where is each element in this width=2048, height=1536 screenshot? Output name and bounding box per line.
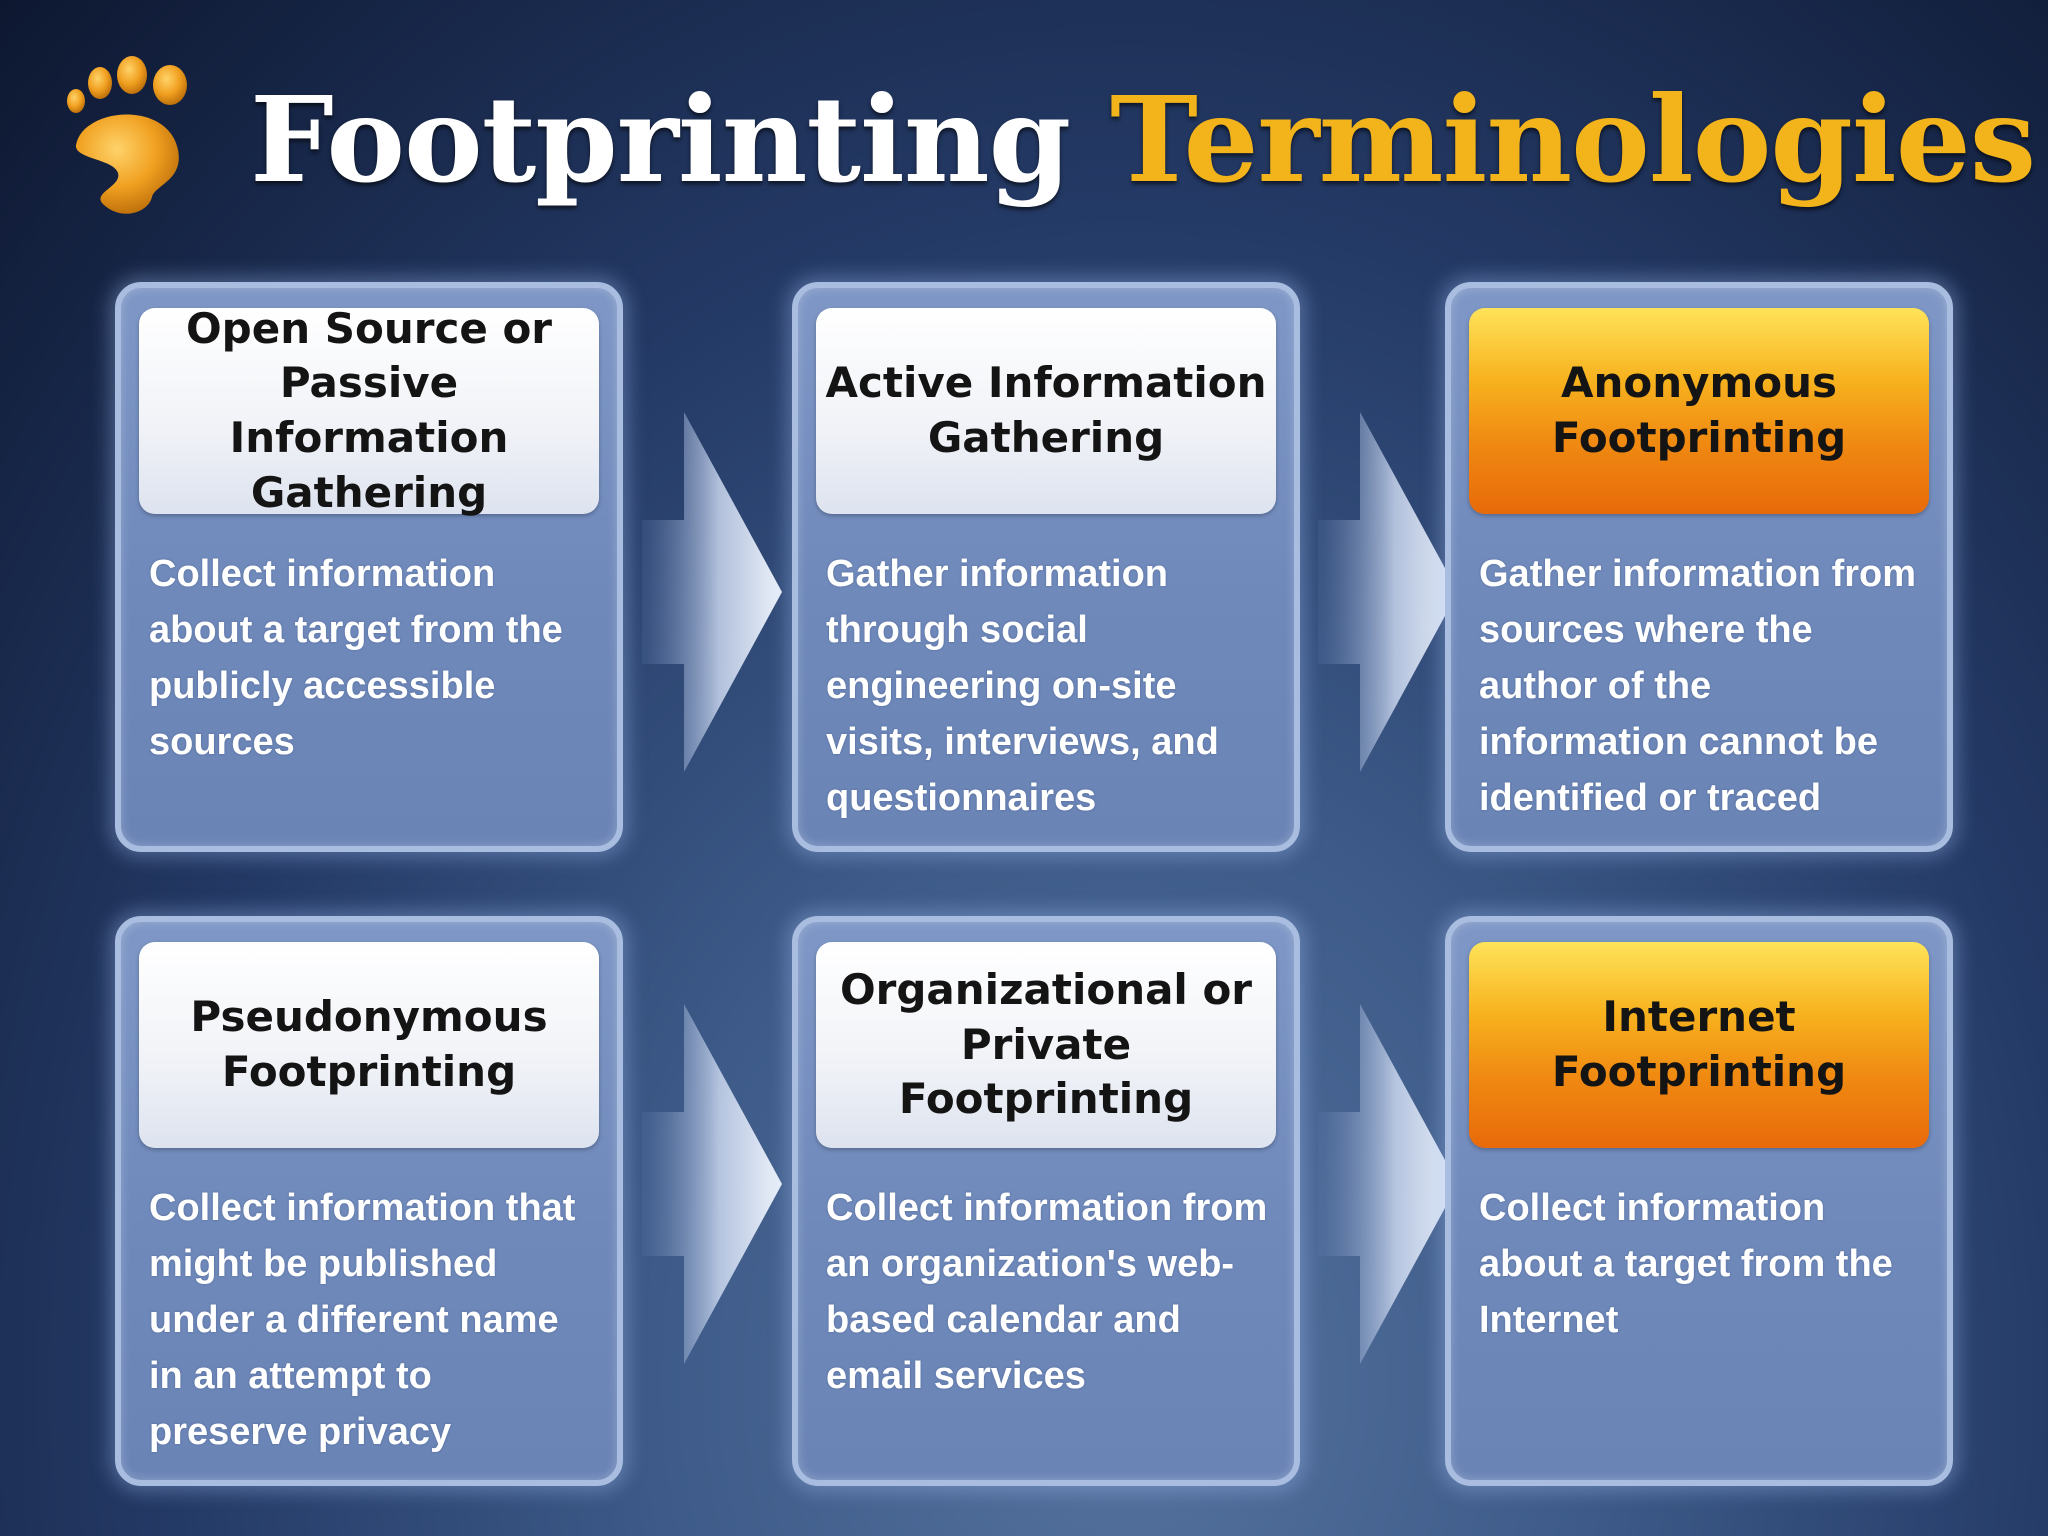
- card-title: Open Source or Passive Information Gathe…: [185, 303, 553, 517]
- card-header: Anonymous Footprinting: [1469, 308, 1929, 514]
- card-title: Active Information Gathering: [825, 358, 1267, 462]
- card-header: Open Source or Passive Information Gathe…: [139, 304, 599, 517]
- card-header: Pseudonymous Footprinting: [139, 942, 599, 1148]
- right-arrow-icon: [1318, 412, 1458, 772]
- card-title: Pseudonymous Footprinting: [190, 992, 548, 1096]
- card-description: Collect information about a target from …: [149, 553, 563, 763]
- card-description: Gather information from sources where th…: [1479, 553, 1917, 819]
- card-description: Collect information from an organization…: [826, 1187, 1268, 1397]
- card-title: Internet Footprinting: [1551, 992, 1847, 1096]
- card-description: Gather information through social engine…: [826, 553, 1219, 819]
- title-accent: Terminologies: [1110, 70, 2036, 209]
- card-title: Anonymous Footprinting: [1551, 358, 1847, 462]
- card-pseudonymous-footprinting: Pseudonymous Footprinting Collect inform…: [115, 916, 623, 1486]
- card-passive-information-gathering: Open Source or Passive Information Gathe…: [115, 282, 623, 852]
- card-organizational-footprinting: Organizational or Private Footprinting C…: [792, 916, 1300, 1486]
- right-arrow-icon: [1318, 1004, 1458, 1364]
- card-header: Internet Footprinting: [1469, 942, 1929, 1148]
- card-header: Organizational or Private Footprinting: [816, 942, 1276, 1148]
- card-internet-footprinting: Internet Footprinting Collect informatio…: [1445, 916, 1953, 1486]
- page-header: Footprinting Terminologies: [60, 55, 2036, 225]
- card-active-information-gathering: Active Information Gathering Gather info…: [792, 282, 1300, 852]
- card-title: Organizational or Private Footprinting: [839, 965, 1253, 1124]
- right-arrow-icon: [642, 1004, 782, 1364]
- footprint-icon: [67, 56, 187, 214]
- card-header: Active Information Gathering: [816, 308, 1276, 514]
- card-anonymous-footprinting: Anonymous Footprinting Gather informatio…: [1445, 282, 1953, 852]
- card-description: Collect information that might be publis…: [149, 1187, 576, 1453]
- card-description: Collect information about a target from …: [1479, 1187, 1893, 1341]
- title-primary: Footprinting: [250, 70, 1071, 209]
- right-arrow-icon: [642, 412, 782, 772]
